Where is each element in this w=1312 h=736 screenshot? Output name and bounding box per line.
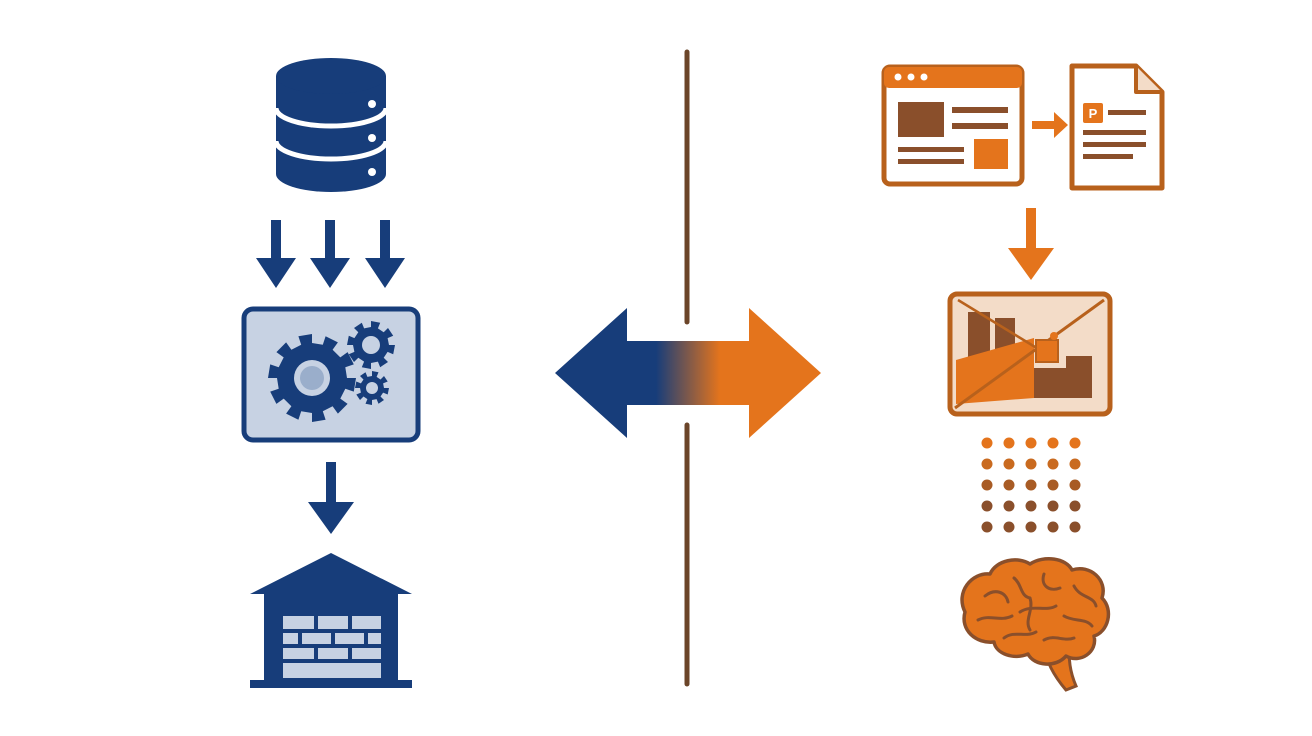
document-letter: P xyxy=(1089,106,1098,121)
brain-icon xyxy=(960,557,1111,692)
dot xyxy=(981,500,993,512)
warehouse-icon xyxy=(250,553,412,688)
unstructured-data-panel-icon xyxy=(947,291,1113,417)
database-icon xyxy=(273,58,389,192)
dot xyxy=(1025,500,1037,512)
dot xyxy=(1047,437,1059,449)
dot xyxy=(981,479,993,491)
gears-processing-icon xyxy=(241,306,421,443)
dot xyxy=(1047,500,1059,512)
dot xyxy=(981,458,993,470)
dot xyxy=(1047,521,1059,533)
down-arrow-icon xyxy=(1008,208,1054,280)
dot xyxy=(1025,521,1037,533)
document-icon: P xyxy=(1069,63,1165,191)
gear-center xyxy=(300,366,324,390)
dot-grid-icon xyxy=(981,437,1081,533)
dot xyxy=(1003,479,1015,491)
dot xyxy=(1047,479,1059,491)
down-arrow-icon xyxy=(308,462,354,534)
gear-hub xyxy=(366,382,378,394)
double-headed-arrow-icon xyxy=(555,308,821,438)
dot xyxy=(1003,500,1015,512)
dot xyxy=(1003,458,1015,470)
dot xyxy=(1025,479,1037,491)
dot xyxy=(1003,521,1015,533)
dot xyxy=(1047,458,1059,470)
right-arrow-icon xyxy=(1032,112,1068,138)
dot xyxy=(1069,458,1081,470)
dot xyxy=(1069,437,1081,449)
dot xyxy=(1069,500,1081,512)
browser-window-icon xyxy=(881,64,1025,187)
dot xyxy=(1003,437,1015,449)
gear-hub xyxy=(362,336,380,354)
dot xyxy=(1025,437,1037,449)
dot xyxy=(1069,521,1081,533)
dot xyxy=(1069,479,1081,491)
dot xyxy=(1025,458,1037,470)
dot xyxy=(981,521,993,533)
triple-down-arrows-icon xyxy=(256,220,405,288)
dot xyxy=(981,437,993,449)
